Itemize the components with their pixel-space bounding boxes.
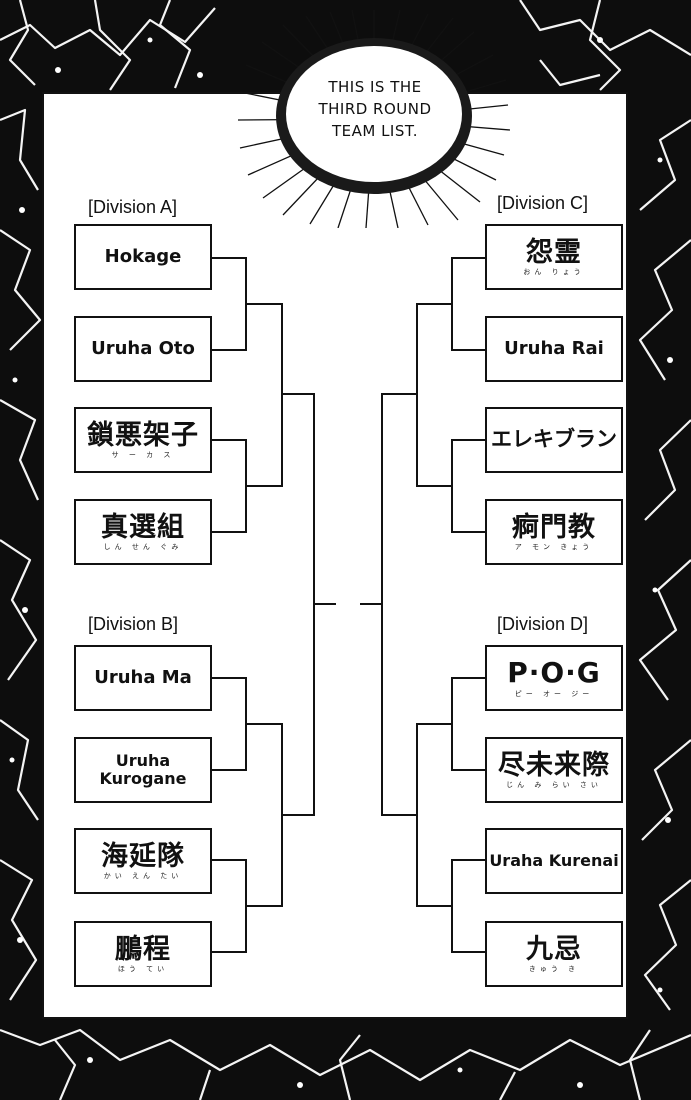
team-name: 鎖悪架子 [87, 419, 199, 451]
team-name: Uruha Rai [504, 338, 604, 360]
speech-line-2: THIRD ROUND [318, 100, 432, 118]
team-name: 痾門教 [512, 511, 596, 543]
division-c-label: [Division C] [497, 193, 589, 213]
team-ruby: おん りょう [523, 268, 585, 277]
team-name: Uraha Kurenai [489, 851, 619, 871]
team-box: 尽未来際 じん み らい さい [485, 737, 623, 803]
speech-burst [238, 10, 510, 228]
speech-line-3: TEAM LIST. [331, 122, 419, 140]
team-name: 海延隊 [101, 840, 185, 872]
division-a-label: [Division A] [88, 197, 178, 217]
team-name: Hokage [104, 246, 182, 268]
division-d-label: [Division D] [497, 614, 589, 634]
team-name: 真選組 [101, 511, 185, 543]
team-ruby: かい えん たい [103, 872, 183, 881]
team-name: 尽未来際 [498, 749, 610, 781]
team-box: P·O·G ピー オー ジー [485, 645, 623, 711]
team-name: 九忌 [526, 933, 582, 965]
team-box: エレキブラン [485, 407, 623, 473]
team-ruby: ピー オー ジー [514, 689, 594, 698]
team-name: Uruha Kurogane [99, 751, 187, 788]
team-box: 鎖悪架子 サ ー カ ス [74, 407, 212, 473]
team-box: Uruha Oto [74, 316, 212, 382]
team-name: Uruha Oto [91, 338, 195, 360]
team-box: 鵬程 ほう てい [74, 921, 212, 987]
team-box: Uraha Kurenai [485, 828, 623, 894]
speech-line-1: THIS IS THE [328, 78, 422, 96]
division-b-label: [Division B] [88, 614, 179, 634]
team-ruby: きゅう き [528, 965, 580, 974]
team-name: Uruha Ma [94, 667, 192, 689]
team-box: Uruha Ma [74, 645, 212, 711]
team-ruby: ほう てい [117, 965, 169, 974]
team-name: 鵬程 [115, 933, 171, 965]
team-box: Uruha Rai [485, 316, 623, 382]
team-ruby: サ ー カ ス [111, 451, 175, 460]
team-name: エレキブラン [491, 427, 617, 452]
team-box: Hokage [74, 224, 212, 290]
team-ruby: ア モン きょう [514, 543, 594, 552]
team-box: 海延隊 かい えん たい [74, 828, 212, 894]
team-ruby: しん せん ぐみ [103, 543, 183, 552]
team-box: 真選組 しん せん ぐみ [74, 499, 212, 565]
team-box: Uruha Kurogane [74, 737, 212, 803]
team-box: 九忌 きゅう き [485, 921, 623, 987]
team-box: 痾門教 ア モン きょう [485, 499, 623, 565]
team-name: P·O·G [507, 656, 601, 690]
speech-text: THIS IS THE THIRD ROUND TEAM LIST. [290, 76, 460, 142]
team-name: 怨霊 [526, 236, 582, 268]
team-ruby: じん み らい さい [506, 781, 602, 790]
team-box: 怨霊 おん りょう [485, 224, 623, 290]
